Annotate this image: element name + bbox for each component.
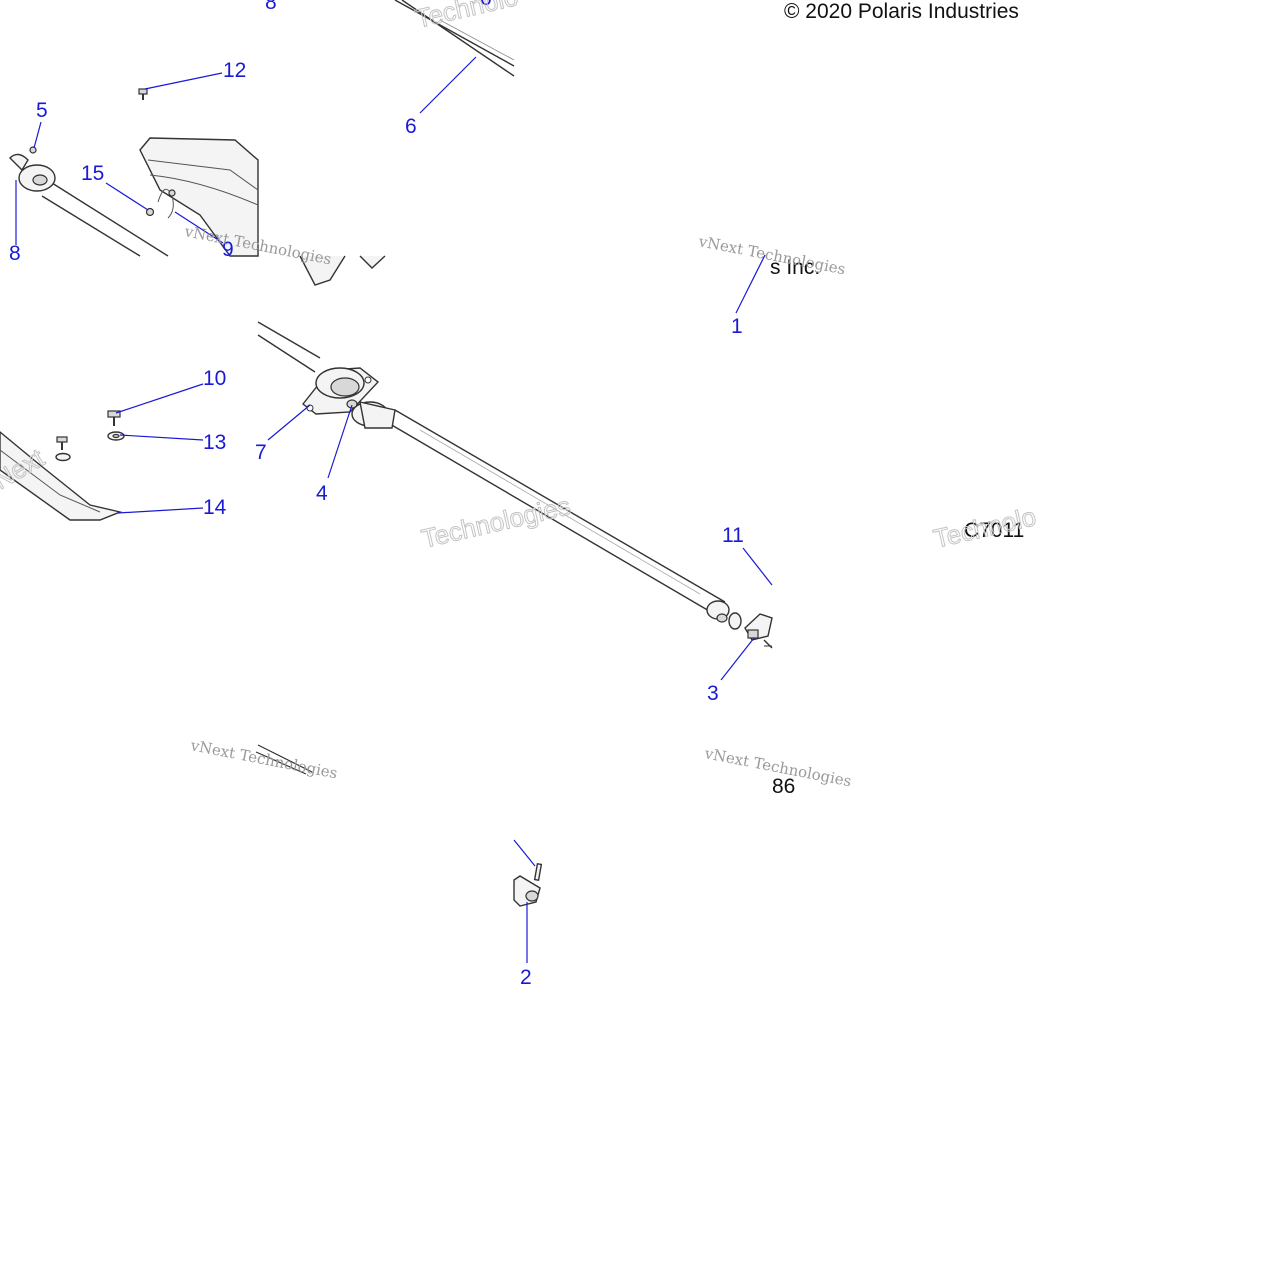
watermark-outline-1: Technologies [419, 490, 574, 553]
shaft-left-yoke [9, 146, 169, 257]
callout-8-top[interactable]: 8 [265, 0, 277, 14]
carrier-bearing [302, 367, 380, 415]
frame-lower-left [0, 431, 123, 521]
callout-9[interactable]: 9 [222, 238, 234, 261]
shaft-segment-upper [394, 0, 515, 77]
watermark-outline-3: Technolo [931, 501, 1039, 554]
watermark-outline-2: Technolo [413, 0, 521, 34]
bolt-washer-pair [55, 436, 71, 462]
callout-4[interactable]: 4 [316, 482, 328, 505]
bolt-10 [107, 410, 121, 426]
copyright-tail-text: s Inc. [770, 256, 820, 279]
callout-14[interactable]: 14 [203, 496, 227, 519]
callout-12[interactable]: 12 [223, 59, 246, 82]
shaft-lower-fragment [255, 744, 313, 775]
u-joint-middle [346, 399, 396, 429]
drawing-code: C7011 [964, 519, 1024, 542]
drawing-code-tail: 86 [772, 775, 795, 798]
callout-7[interactable]: 7 [255, 441, 267, 464]
callouts: 1 2 3 4 5 6 7 8 9 10 11 12 13 14 15 8 6 [9, 0, 744, 989]
watermarks: vNext Technologies vNext Technologies vN… [0, 0, 1039, 790]
document-notes: © 2020 Polaris Industries s Inc. C7011 8… [770, 0, 1024, 798]
callout-10[interactable]: 10 [203, 367, 226, 390]
u-joint-right [706, 600, 773, 649]
front-yoke [513, 862, 543, 907]
callout-2[interactable]: 2 [520, 966, 532, 989]
callout-6[interactable]: 6 [405, 115, 417, 138]
callout-15[interactable]: 15 [81, 162, 104, 185]
washer-13 [107, 431, 125, 441]
callout-8[interactable]: 8 [9, 242, 21, 265]
drive-shaft-assembly [0, 0, 773, 907]
callout-5[interactable]: 5 [36, 99, 48, 122]
callout-3[interactable]: 3 [707, 682, 719, 705]
callout-11[interactable]: 11 [722, 524, 744, 547]
callout-6-top[interactable]: 6 [480, 0, 492, 10]
leader-lines [15, 56, 773, 963]
watermark-script-3: vNext Technologies [188, 736, 339, 782]
callout-13[interactable]: 13 [203, 431, 226, 454]
callout-1[interactable]: 1 [731, 315, 743, 338]
main-drive-shaft [257, 321, 726, 616]
copyright-text: © 2020 Polaris Industries [784, 0, 1019, 23]
frame-bracket [139, 137, 386, 286]
bolt-12 [138, 88, 148, 100]
